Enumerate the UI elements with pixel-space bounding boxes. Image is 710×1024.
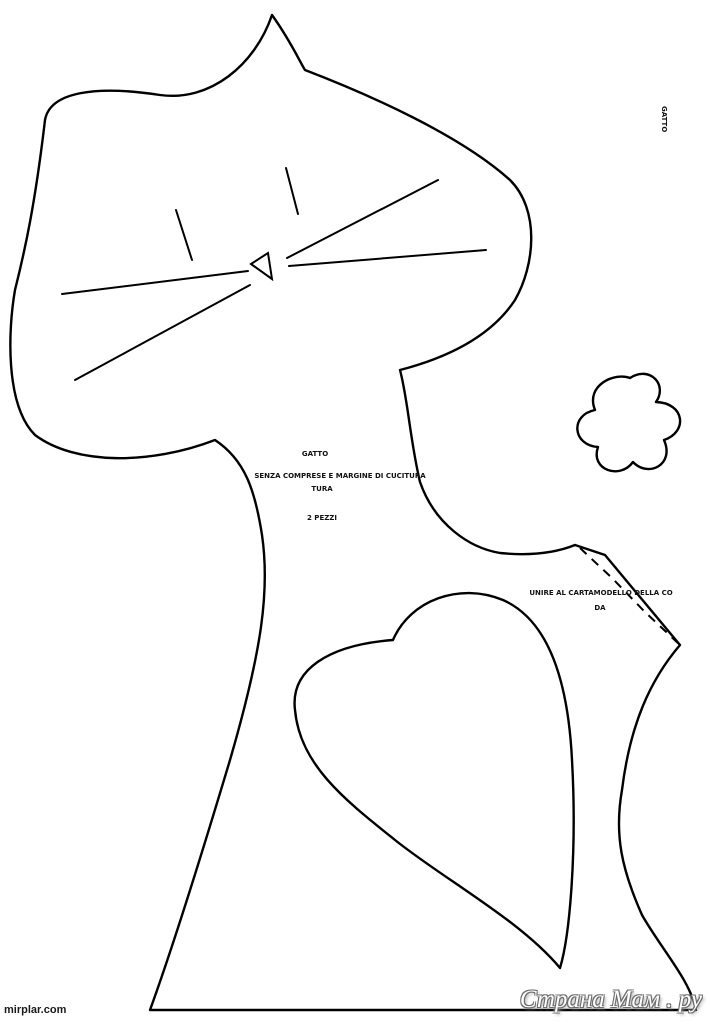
join-note-cont: DA <box>594 604 606 612</box>
pieces-count: 2 PEZZI <box>307 514 337 522</box>
whisker-right-bottom <box>288 249 487 267</box>
join-note: UNIRE AL CARTAMODELLO DELLA CO <box>529 589 672 597</box>
pattern-title: GATTO <box>302 450 328 458</box>
whisker-left-bottom <box>74 284 251 381</box>
heart-shape <box>293 591 575 970</box>
flower-shape <box>576 372 682 473</box>
left-eye-line <box>175 209 193 261</box>
cat-body-outline <box>9 13 698 1012</box>
whisker-left-top <box>61 270 249 295</box>
watermark-left: mirplar.com <box>4 1004 67 1016</box>
right-eye-line <box>285 167 299 215</box>
side-pattern-label: GATTO <box>660 106 668 133</box>
nose-triangle <box>249 251 274 282</box>
whisker-right-top <box>286 179 439 259</box>
pattern-instruction: SENZA COMPRESE E MARGINE DI CUCITURA <box>254 472 426 480</box>
tail-join-dashed-line <box>579 547 681 646</box>
watermark-right: Страна Мам . ру <box>519 986 702 1013</box>
pattern-instruction-cont: TURA <box>311 485 333 493</box>
